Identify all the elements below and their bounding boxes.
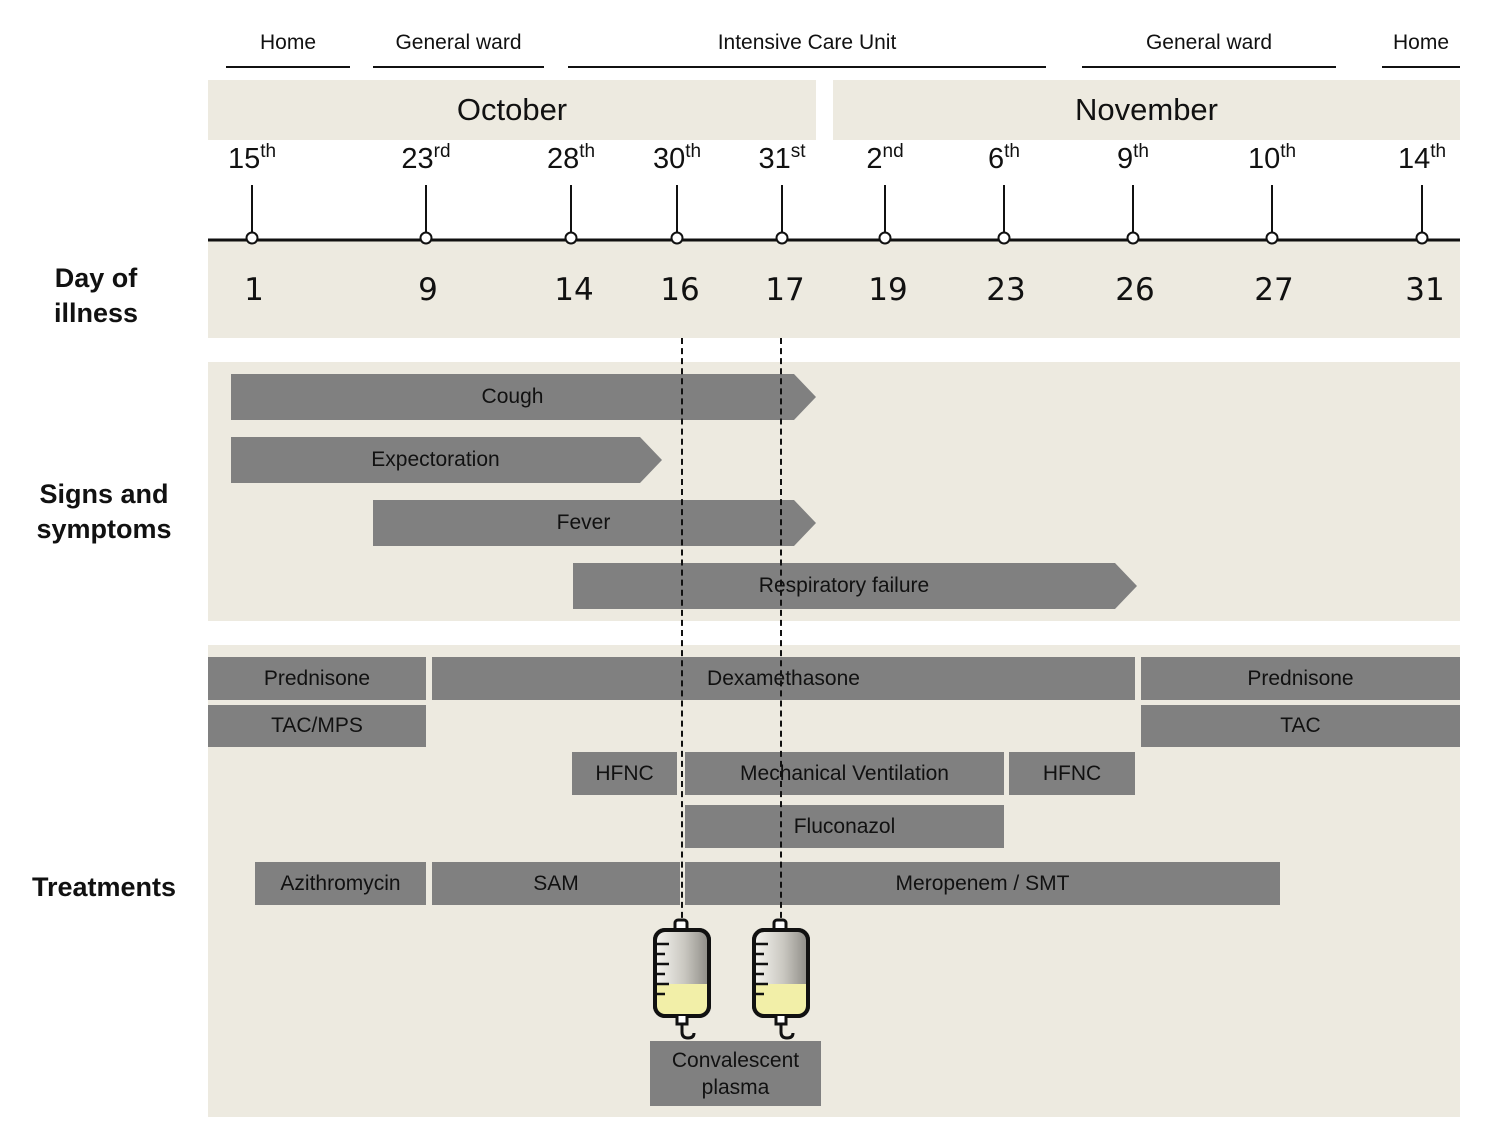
symptom-bar-expectoration: Expectoration xyxy=(231,437,662,483)
location-line xyxy=(568,66,1046,68)
tick-marker xyxy=(670,231,684,245)
symptom-label: Cough xyxy=(481,385,544,408)
tick-marker xyxy=(1265,231,1279,245)
symptom-bar-respiratory-failure: Respiratory failure xyxy=(573,563,1137,609)
symptom-label: Fever xyxy=(556,511,611,534)
day-number: 27 xyxy=(1254,272,1294,308)
plasma-label-text: Convalescent plasma xyxy=(671,1048,800,1099)
section-title-day-of-illness: Day of illness xyxy=(53,263,139,328)
date-label: 10th xyxy=(1247,141,1297,175)
location-label-home-1: Home xyxy=(259,31,317,54)
treatment-bar-hfnc-2: HFNC xyxy=(1009,752,1135,795)
location-line xyxy=(1082,66,1336,68)
date-label: 30th xyxy=(652,141,702,175)
month-band-november: November xyxy=(833,80,1460,140)
tick-marker xyxy=(1415,231,1429,245)
location-label-general-ward-2: General ward xyxy=(1145,31,1273,54)
tick-marker xyxy=(245,231,259,245)
date-label: 31st xyxy=(758,141,806,175)
location-line xyxy=(1382,66,1460,68)
location-label-home-2: Home xyxy=(1392,31,1450,54)
section-title-treatments: Treatments xyxy=(31,872,177,902)
symptom-label: Respiratory failure xyxy=(758,574,930,597)
day-number: 14 xyxy=(554,272,594,308)
month-band-october: October xyxy=(208,80,816,140)
treatment-bar-prednisone-1: Prednisone xyxy=(208,657,426,700)
treatment-bar-tac: TAC xyxy=(1141,705,1460,747)
date-label: 9th xyxy=(1117,141,1149,175)
location-label-icu: Intensive Care Unit xyxy=(717,31,897,54)
tick-marker xyxy=(564,231,578,245)
guide-line-dashed xyxy=(681,338,683,928)
tick-marker xyxy=(775,231,789,245)
date-label: 28th xyxy=(546,141,596,175)
date-label: 15th xyxy=(227,141,277,175)
location-line xyxy=(373,66,544,68)
symptom-label: Expectoration xyxy=(371,448,500,471)
tick-marker xyxy=(419,231,433,245)
section-title-signs-symptoms: Signs and symptoms xyxy=(36,479,172,544)
guide-line-dashed xyxy=(780,338,782,928)
day-number: 19 xyxy=(868,272,908,308)
tick-marker xyxy=(997,231,1011,245)
treatment-bar-hfnc-1: HFNC xyxy=(572,752,677,795)
date-label: 2nd xyxy=(866,141,904,175)
date-label: 23rd xyxy=(401,141,451,175)
symptom-bar-fever: Fever xyxy=(373,500,816,546)
day-number: 1 xyxy=(244,272,264,308)
treatment-bar-azithromycin: Azithromycin xyxy=(255,862,426,905)
day-number: 9 xyxy=(418,272,438,308)
location-label-general-ward-1: General ward xyxy=(395,31,522,54)
treatment-bar-dexamethasone: Dexamethasone xyxy=(432,657,1135,700)
day-of-illness-panel xyxy=(208,240,1460,338)
date-label: 14th xyxy=(1397,141,1447,175)
date-label: 6th xyxy=(988,141,1020,175)
day-number: 16 xyxy=(660,272,700,308)
location-line xyxy=(226,66,350,68)
treatment-bar-meropenem-smt: Meropenem / SMT xyxy=(685,862,1280,905)
convalescent-plasma-label: Convalescent plasma xyxy=(650,1041,821,1106)
tick-marker xyxy=(1126,231,1140,245)
treatment-bar-sam: SAM xyxy=(432,862,680,905)
day-number: 31 xyxy=(1405,272,1445,308)
treatment-bar-mechanical-ventilation: Mechanical Ventilation xyxy=(685,752,1004,795)
day-number: 23 xyxy=(986,272,1026,308)
tick-marker xyxy=(878,231,892,245)
day-number: 17 xyxy=(765,272,805,308)
treatment-bar-fluconazol: Fluconazol xyxy=(685,805,1004,848)
symptom-bar-cough: Cough xyxy=(231,374,816,420)
treatment-bar-tac-mps: TAC/MPS xyxy=(208,705,426,747)
treatment-bar-prednisone-2: Prednisone xyxy=(1141,657,1460,700)
day-number: 26 xyxy=(1115,272,1155,308)
